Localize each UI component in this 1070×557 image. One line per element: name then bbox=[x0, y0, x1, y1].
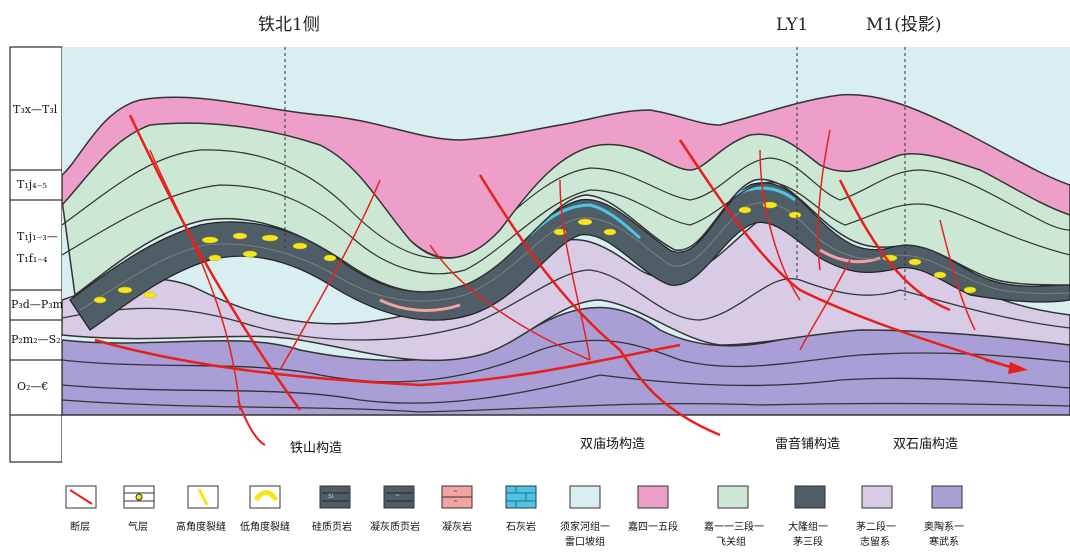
svg-text:^: ^ bbox=[395, 494, 400, 501]
jiasi-wu-icon bbox=[637, 485, 669, 509]
svg-text:Si: Si bbox=[328, 493, 334, 500]
high-angle-fracture-icon bbox=[187, 485, 219, 509]
strat-label-ordovician: O₂—€ bbox=[17, 380, 48, 393]
structure-label-leiyinpu: 雷音铺构造 bbox=[775, 436, 840, 452]
tuff-icon: ^ ^ bbox=[441, 485, 473, 509]
legend-label-tuffaceous-shale: 凝灰质页岩 bbox=[370, 520, 420, 533]
legend-label-dalong-2: 茅三段 bbox=[793, 535, 823, 548]
structure-label-tieshan: 铁山构造 bbox=[290, 441, 342, 456]
legend-label-xujiahe: 须家河组一 bbox=[560, 520, 610, 533]
structure-label-shuangmiaochang: 双庙场构造 bbox=[580, 437, 645, 452]
legend-label-siliceous-shale: 硅质页岩 bbox=[312, 520, 352, 533]
legend-label-maoer-2: 志留系 bbox=[860, 535, 890, 548]
strat-label-jiayi: T₁j₁₋₃— bbox=[17, 230, 58, 243]
jiayi-san-icon bbox=[717, 485, 749, 509]
strat-label-jiasi: T₁j₄₋₅ bbox=[17, 178, 47, 191]
maoer-icon bbox=[861, 485, 893, 509]
ordovician-icon bbox=[931, 485, 963, 509]
well-label-tiebei: 铁北1侧 bbox=[258, 15, 320, 35]
strat-label-maoer: P₂m₂—S₂h bbox=[11, 333, 68, 346]
well-label-m1: M1(投影) bbox=[866, 15, 942, 35]
siliceous-shale-icon: Si bbox=[319, 485, 351, 509]
legend-label-maoer: 茅二段一 bbox=[856, 520, 896, 533]
legend-label-ordovician-2: 寒武系 bbox=[929, 535, 959, 548]
legend-label-xujiahe-2: 雷口坡组 bbox=[565, 535, 605, 548]
legend-label-low-angle: 低角度裂缝 bbox=[240, 520, 290, 533]
legend-label-tuff: 凝灰岩 bbox=[442, 520, 472, 533]
svg-text:^: ^ bbox=[453, 490, 458, 497]
strat-label-xujiahe: T₃x—T₃l bbox=[13, 103, 58, 116]
legend-label-fault: 断层 bbox=[70, 520, 90, 533]
legend-label-jiayi-2: 飞关组 bbox=[716, 535, 746, 548]
legend-label-high-angle: 高角度裂缝 bbox=[176, 520, 226, 533]
dalong-icon bbox=[794, 485, 826, 509]
legend-label-limestone: 石灰岩 bbox=[506, 520, 536, 533]
strat-label-dalong: P₃d—P₃m₃ bbox=[11, 298, 68, 311]
legend-label-gas: 气层 bbox=[128, 520, 148, 533]
section-body bbox=[62, 47, 1070, 462]
svg-text:^: ^ bbox=[453, 500, 458, 507]
low-angle-fracture-icon bbox=[249, 485, 281, 509]
strat-column: T₃x—T₃l T₁j₄₋₅ T₁j₁₋₃— T₁f₁₋₄ P₃d—P₃m₃ P… bbox=[9, 46, 68, 463]
legend-label-dalong: 大隆组一 bbox=[788, 520, 828, 533]
legend: Si ^ ^ ^ 断 bbox=[65, 485, 964, 548]
legend-label-jiasi: 嘉四一五段 bbox=[628, 520, 678, 533]
structure-label-shuangshimiao: 双石庙构造 bbox=[893, 437, 958, 452]
legend-label-jiayi: 嘉一一三段一 bbox=[704, 520, 764, 533]
gas-layer-icon bbox=[123, 485, 155, 509]
well-label-ly1: LY1 bbox=[776, 15, 808, 35]
legend-label-ordovician: 奥陶系一 bbox=[924, 520, 964, 533]
strat-label-feixianguan: T₁f₁₋₄ bbox=[17, 252, 48, 265]
fault-icon bbox=[65, 485, 97, 509]
xujiahe-icon bbox=[569, 485, 601, 509]
limestone-icon bbox=[505, 485, 537, 509]
layer-jiasi-wu bbox=[62, 93, 1070, 259]
fault-lines bbox=[94, 114, 1028, 446]
tuffaceous-shale-icon: ^ bbox=[383, 485, 415, 509]
